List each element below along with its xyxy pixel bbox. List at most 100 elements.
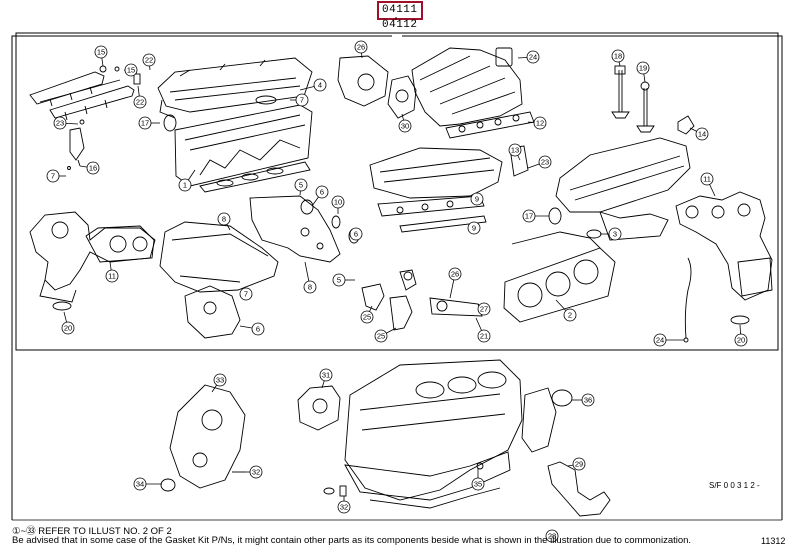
callout-circle[interactable] [331, 195, 345, 209]
callout-circle[interactable] [572, 457, 586, 471]
callout-number: 5 [299, 181, 303, 190]
callout-circle[interactable] [538, 155, 552, 169]
callout-circle[interactable] [337, 500, 351, 514]
callout-circle[interactable] [471, 477, 485, 491]
callout-number: 20 [64, 324, 72, 333]
callout-circle[interactable] [332, 273, 346, 287]
callout-circle[interactable] [61, 321, 75, 335]
oil-pump-cover [160, 384, 246, 492]
callout-circle[interactable] [294, 178, 308, 192]
callout-number: 7 [244, 290, 248, 299]
callout-circle[interactable] [217, 212, 231, 226]
callout-circle[interactable] [563, 308, 577, 322]
subkit-part-code[interactable]: 04112 [382, 19, 418, 31]
callout-circle[interactable] [695, 127, 709, 141]
callout-circle[interactable] [133, 477, 147, 491]
callout-number: 19 [639, 64, 647, 73]
intake-manifold [337, 47, 535, 139]
callout-number: 35 [474, 480, 482, 489]
fuel-rail-group [29, 65, 141, 170]
callout-circle[interactable] [239, 287, 253, 301]
callout-number: 8 [222, 215, 226, 224]
callout-number: 10 [334, 198, 342, 207]
callout-circle[interactable] [545, 529, 559, 543]
callout-number: 9 [475, 195, 479, 204]
callout-number: 31 [322, 371, 330, 380]
callout-circle[interactable] [53, 116, 67, 130]
outer-bracket-right [402, 35, 783, 40]
callout-circle[interactable] [349, 227, 363, 241]
callout-circle[interactable] [360, 310, 374, 324]
callout-circle[interactable] [315, 185, 329, 199]
callout-circle[interactable] [295, 93, 309, 107]
callout-circle[interactable] [581, 393, 595, 407]
callout-circle[interactable] [105, 269, 119, 283]
callout-circle[interactable] [374, 329, 388, 343]
callout-circle[interactable] [448, 267, 462, 281]
callout-number: 17 [141, 119, 149, 128]
callout-number: 16 [89, 164, 97, 173]
kit-part-code[interactable]: 04111 [377, 1, 423, 20]
callout-number: 26 [357, 43, 365, 52]
valves [611, 65, 695, 135]
callout-circle[interactable] [700, 172, 714, 186]
callout-circle[interactable] [142, 53, 156, 67]
callout-circle[interactable] [398, 119, 412, 133]
callout-number: 15 [97, 48, 105, 57]
callout-circle[interactable] [522, 209, 536, 223]
callout-circle[interactable] [86, 161, 100, 175]
callout-circle[interactable] [653, 333, 667, 347]
callout-number: 24 [656, 336, 664, 345]
callout-circle[interactable] [611, 49, 625, 63]
callout-number: 34 [136, 480, 144, 489]
callout-circle[interactable] [303, 280, 317, 294]
callout-number: 17 [525, 212, 533, 221]
air-intake-chamber [369, 145, 529, 233]
callout-circle[interactable] [734, 333, 748, 347]
callout-number: 23 [56, 119, 64, 128]
callout-number: 6 [354, 230, 358, 239]
callout-number: 9 [472, 224, 476, 233]
callout-circle[interactable] [313, 78, 327, 92]
callout-circle[interactable] [124, 63, 138, 77]
callout-circle[interactable] [508, 143, 522, 157]
callout-circle[interactable] [477, 329, 491, 343]
callout-circle[interactable] [636, 61, 650, 75]
water-hoses [361, 269, 483, 331]
callout-circle[interactable] [213, 373, 227, 387]
cylinder-head-left [163, 95, 313, 193]
callout-number: 7 [51, 172, 55, 181]
callout-circle[interactable] [526, 50, 540, 64]
callout-number: 8 [308, 283, 312, 292]
callout-circle[interactable] [467, 221, 481, 235]
callout-number: 32 [340, 503, 348, 512]
callout-circle[interactable] [533, 116, 547, 130]
oil-strainer [476, 461, 611, 517]
callout-circle[interactable] [133, 95, 147, 109]
callout-circle[interactable] [477, 302, 491, 316]
callout-circle[interactable] [138, 116, 152, 130]
callout-circle[interactable] [251, 322, 265, 336]
callout-number: 2 [568, 311, 572, 320]
subkit-frame [15, 32, 779, 351]
timing-cover [159, 195, 360, 339]
callout-circle[interactable] [178, 178, 192, 192]
callout-circle[interactable] [249, 465, 263, 479]
callout-circle[interactable] [94, 45, 108, 59]
callout-circle[interactable] [319, 368, 333, 382]
callout-number: 32 [252, 468, 260, 477]
callout-number: 1 [183, 181, 187, 190]
callout-number: 22 [136, 98, 144, 107]
callout-circle[interactable] [46, 169, 60, 183]
callout-circle[interactable] [608, 227, 622, 241]
reference-note: ①~㉝ REFER TO ILLUST NO. 2 OF 2 [12, 526, 172, 537]
callout-number: 6 [256, 325, 260, 334]
callout-circle[interactable] [470, 192, 484, 206]
callout-number: 7 [300, 96, 304, 105]
callout-number: 26 [451, 270, 459, 279]
callout-circle[interactable] [354, 40, 368, 54]
callout-number: 30 [401, 122, 409, 131]
valve-cover-right [548, 137, 691, 241]
head-gasket-right [503, 231, 616, 323]
